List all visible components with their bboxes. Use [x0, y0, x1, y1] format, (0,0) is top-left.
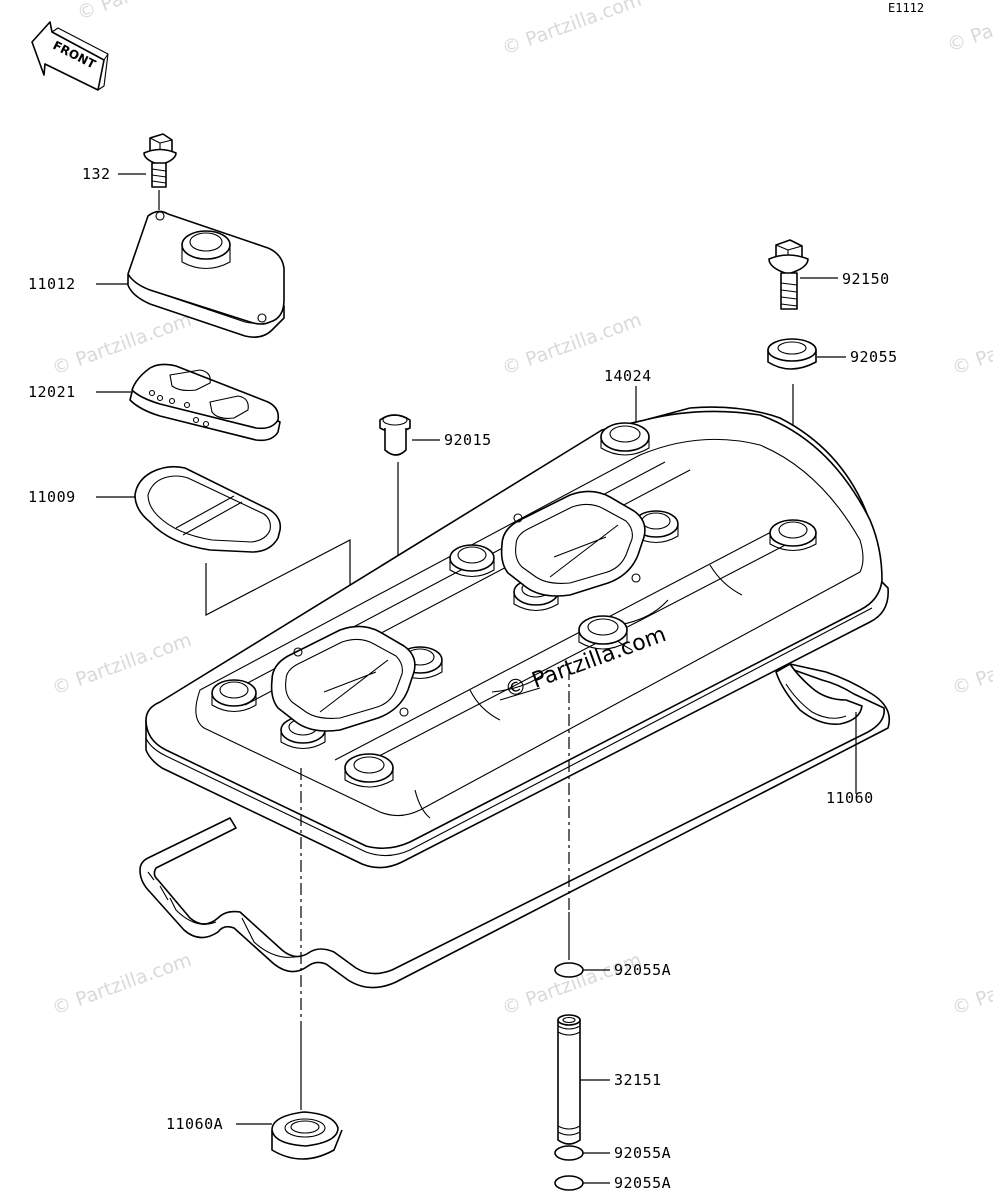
pipe-32151-icon: [557, 1014, 581, 1145]
watermark: © Partzilla.com: [949, 629, 993, 700]
part-label-11060a: 11060A: [166, 1115, 223, 1133]
part-label-11060: 11060: [826, 789, 874, 807]
watermark: © Partzilla.com: [74, 0, 219, 25]
bolt-boss-icon: [769, 519, 817, 552]
bolt-132-icon: [143, 133, 177, 188]
breather-port-icon: [500, 490, 646, 597]
cover-gasket-11060-icon: [139, 663, 891, 989]
reed-plate-12021-icon: [129, 363, 281, 442]
watermark: © Partzilla.com: [49, 629, 194, 700]
part-label-11009: 11009: [28, 488, 76, 506]
part-label-92055a-mid: 92055A: [614, 1144, 671, 1162]
watermark: © Partzilla.com: [499, 949, 644, 1020]
part-label-132: 132: [82, 165, 111, 183]
watermark: © Partzilla.com: [49, 949, 194, 1020]
bolt-92150-icon: [768, 239, 809, 310]
diagram-code: E1112: [888, 1, 924, 15]
spark-plug-well-icon: [344, 753, 394, 788]
part-label-92055a-top: 92055A: [614, 961, 671, 979]
head-cover-14024-icon: [145, 406, 889, 869]
o-ring-92055a-icon: [554, 962, 584, 978]
part-label-92015: 92015: [444, 431, 492, 449]
bolt-boss-icon: [600, 422, 650, 456]
part-label-12021: 12021: [28, 383, 76, 401]
watermark: © Partzilla.com: [499, 0, 644, 60]
cover-plate-11012-icon: [127, 210, 285, 338]
spark-plug-well-icon: [578, 615, 628, 650]
part-label-92055: 92055: [850, 348, 898, 366]
breather-port-icon: [270, 625, 416, 732]
watermark: © Partzilla.com: [949, 309, 993, 380]
o-ring-92055a-icon: [554, 1175, 584, 1191]
o-ring-92055a-icon: [554, 1145, 584, 1161]
watermark: © Partzilla.com: [944, 0, 993, 57]
part-label-11012: 11012: [28, 275, 76, 293]
front-arrow-icon: FRONT: [31, 21, 109, 91]
part-label-92055a-bot: 92055A: [614, 1174, 671, 1192]
watermark: © Partzilla.com: [949, 949, 993, 1020]
part-label-92150: 92150: [842, 270, 890, 288]
spark-plug-well-icon: [449, 544, 495, 578]
grommet-92015-icon: [379, 414, 411, 456]
washer-92055-icon: [767, 338, 817, 370]
part-label-32151: 32151: [614, 1071, 662, 1089]
gasket-11009-icon: [134, 465, 282, 553]
spark-plug-well-icon: [211, 679, 257, 713]
plug-seal-11060a-icon: [271, 1111, 343, 1160]
part-label-14024: 14024: [604, 367, 652, 385]
